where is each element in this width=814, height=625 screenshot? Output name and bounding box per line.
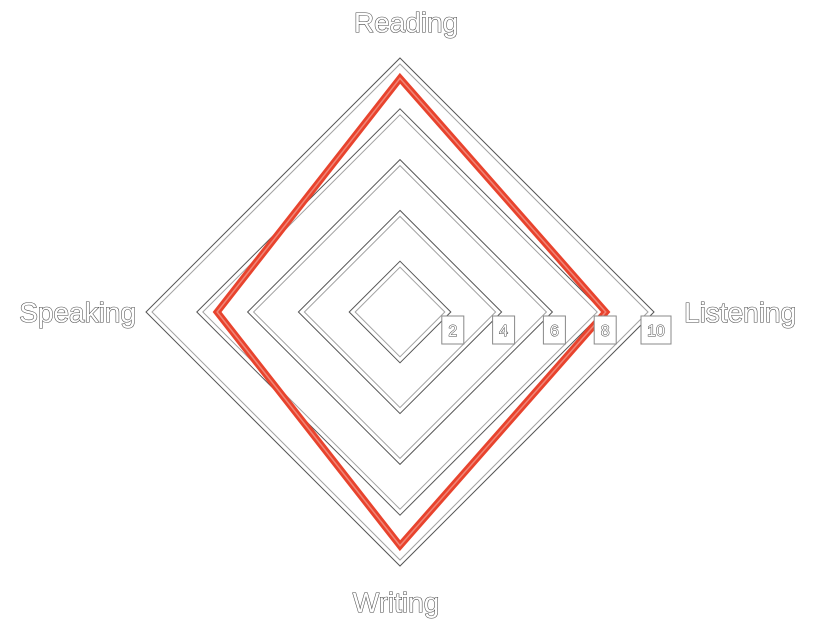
radial-tick-labels: 2 4 6 8 10 — [441, 315, 672, 345]
grid-ring-inner-4 — [303, 215, 497, 409]
tick-box-8 — [593, 315, 617, 345]
tick-label-6: 6 — [550, 323, 559, 340]
grid-ring-inner-10 — [151, 63, 649, 561]
axis-label-reading: Reading — [354, 7, 458, 38]
tick-label-2: 2 — [448, 323, 457, 340]
grid-ring-2 — [348, 260, 452, 364]
axis-label-listening: Listening — [684, 297, 796, 328]
grid-ring-4 — [297, 209, 503, 415]
grid-ring-10 — [145, 57, 655, 567]
grid-ring-inner-2 — [354, 266, 446, 358]
series-highlight-0 — [216, 77, 607, 547]
tick-box-10 — [640, 315, 672, 345]
grid-ring-inner-6 — [252, 164, 548, 460]
series-line-0 — [212, 72, 611, 552]
tick-label-4: 4 — [499, 323, 508, 340]
tick-box-6 — [542, 315, 566, 345]
grid-ring-6 — [246, 158, 554, 466]
series-layer — [212, 72, 611, 552]
grid-ring-inner-8 — [202, 114, 598, 510]
tick-label-8: 8 — [601, 323, 610, 340]
axis-label-writing: Writing — [353, 587, 440, 618]
tick-label-10: 10 — [647, 323, 665, 340]
axis-label-speaking: Speaking — [19, 297, 136, 328]
grid-ring-8 — [196, 108, 604, 516]
radar-grid — [145, 57, 655, 567]
tick-box-2 — [441, 315, 465, 345]
tick-box-4 — [492, 315, 516, 345]
